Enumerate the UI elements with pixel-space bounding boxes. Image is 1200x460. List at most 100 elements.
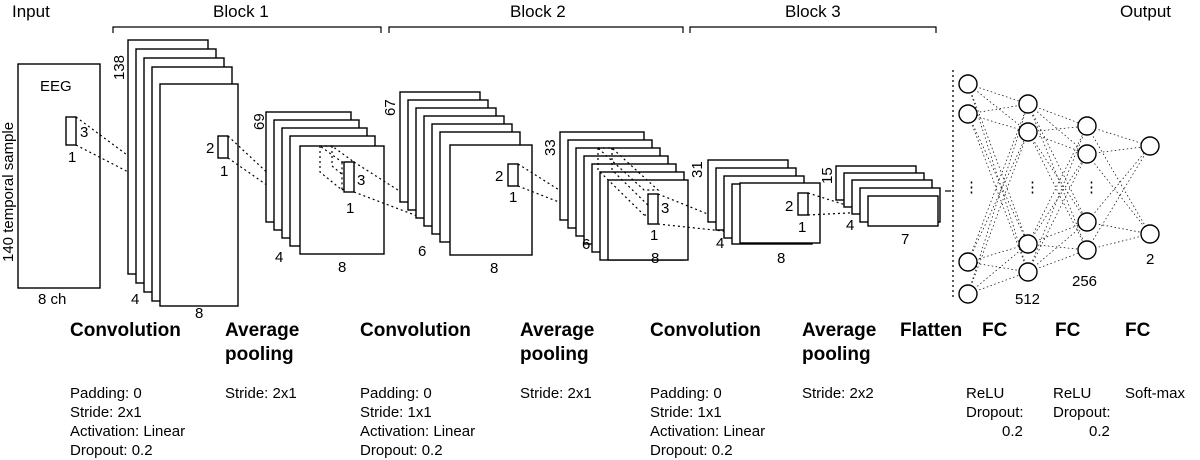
fc-connection (1086, 233, 1151, 251)
fc-connection (967, 83, 1029, 133)
svg-text:15: 15 (819, 167, 836, 184)
pool3-feature-maps: 15 4 7 (819, 165, 941, 248)
output-neuron (1140, 136, 1160, 156)
operation-title: FC (1125, 320, 1151, 341)
operation-parameter: Stride: 2x1 (225, 385, 297, 402)
svg-text:31: 31 (689, 161, 706, 178)
operation-title: pooling (520, 344, 589, 365)
svg-text:2: 2 (785, 198, 793, 215)
fc-neuron (958, 74, 978, 94)
fc-connection (1086, 145, 1151, 155)
block2-header: Block 2 (510, 2, 566, 21)
operation-title: FC (982, 320, 1008, 341)
fc-connection (1086, 145, 1151, 223)
svg-text:67: 67 (382, 99, 399, 116)
fc-connection (1027, 125, 1088, 133)
fc-connection (1086, 221, 1151, 235)
svg-text:3: 3 (357, 172, 365, 189)
operation-parameter: Stride: 2x1 (70, 404, 142, 421)
operation-parameter: ReLU (1053, 385, 1091, 402)
fc3-ellipsis: ⋮ (1084, 179, 1099, 196)
operation-parameter: Dropout: 0.2 (360, 442, 443, 459)
svg-text:4: 4 (716, 235, 724, 252)
fc1-units: 512 (1015, 291, 1040, 308)
operation-parameter: Soft-max (1125, 385, 1186, 402)
fc-connection (1027, 153, 1088, 245)
fc-connection (967, 271, 1029, 295)
fc-connection (1027, 221, 1088, 245)
block3-header: Block 3 (785, 2, 841, 21)
fc-connection (967, 243, 1029, 263)
block1-header: Block 1 (213, 2, 269, 21)
operation-parameter: Stride: 2x2 (802, 385, 874, 402)
operation-title: Convolution (650, 320, 761, 341)
svg-text:1: 1 (650, 227, 658, 244)
fc-connection (1027, 103, 1088, 223)
pool2-feature-maps: 33 6 8 3 1 (542, 131, 689, 267)
svg-text:3: 3 (661, 200, 669, 217)
svg-text:8: 8 (195, 305, 203, 322)
fc-neuron (1018, 234, 1038, 254)
fc-neuron (958, 284, 978, 304)
fc-connection (1027, 131, 1088, 155)
fc-connection (967, 131, 1029, 295)
svg-text:8: 8 (338, 259, 346, 276)
fc2-ellipsis: ⋮ (1025, 179, 1040, 196)
operation-title: Average (225, 320, 299, 341)
operation-parameter: Activation: Linear (70, 423, 185, 440)
fc-network: ⋮ ⋮ ⋮ 512 256 2 (958, 74, 1160, 308)
svg-text:2: 2 (206, 140, 214, 157)
svg-text:8: 8 (651, 250, 659, 267)
operation-parameter: Padding: 0 (70, 385, 142, 402)
operation-parameter: Stride: 2x1 (520, 385, 592, 402)
svg-text:1: 1 (798, 219, 806, 236)
fc-connection (967, 243, 1029, 295)
operation-parameter: Padding: 0 (360, 385, 432, 402)
fc-connection (1086, 153, 1151, 235)
fc-neuron (1077, 116, 1097, 136)
fc-connection (967, 113, 1029, 133)
block1-brace (112, 26, 382, 33)
conv3-feature-maps: 31 4 8 2 1 (689, 159, 821, 267)
svg-text:69: 69 (251, 113, 268, 130)
svg-text:6: 6 (418, 243, 426, 260)
svg-text:6: 6 (582, 236, 590, 253)
svg-text:1: 1 (509, 189, 517, 206)
fc-connection (1027, 153, 1088, 273)
operation-title: Convolution (360, 320, 471, 341)
fc-neuron (1077, 240, 1097, 260)
fc-connection (967, 113, 1029, 273)
conv2-feature-maps: 67 6 8 2 1 (382, 91, 533, 277)
svg-text:1: 1 (68, 149, 76, 166)
operation-parameter: ReLU (966, 385, 1004, 402)
operation-parameter: Activation: Linear (360, 423, 475, 440)
fc2-units: 256 (1072, 273, 1097, 290)
fc-neuron (1077, 212, 1097, 232)
fc-neuron (1077, 144, 1097, 164)
svg-text:4: 4 (131, 291, 139, 308)
operation-parameter: 0.2 (1002, 423, 1023, 440)
svg-text:1: 1 (220, 163, 228, 180)
fc-connection (1027, 103, 1088, 127)
fc-connection (1086, 145, 1151, 251)
fc-connection (967, 103, 1029, 263)
input-eeg: EEG 3 1 140 temporal sample 8 ch (0, 63, 101, 308)
fc-connection (1027, 131, 1088, 223)
operation-title: Convolution (70, 320, 181, 341)
svg-text:7: 7 (901, 231, 909, 248)
fc-connection (1027, 221, 1088, 273)
svg-text:3: 3 (80, 124, 88, 141)
operation-parameter: Stride: 1x1 (360, 404, 432, 421)
fc-connection (1027, 243, 1088, 251)
operation-parameter: Stride: 1x1 (650, 404, 722, 421)
svg-text:4: 4 (275, 249, 283, 266)
block3-brace (689, 26, 937, 33)
fc-connection (967, 103, 1029, 295)
operation-parameter: Dropout: (1053, 404, 1111, 421)
svg-text:33: 33 (542, 139, 559, 156)
operation-title: Flatten (900, 320, 962, 341)
operation-title: pooling (225, 344, 294, 365)
operation-parameter: Dropout: 0.2 (650, 442, 733, 459)
